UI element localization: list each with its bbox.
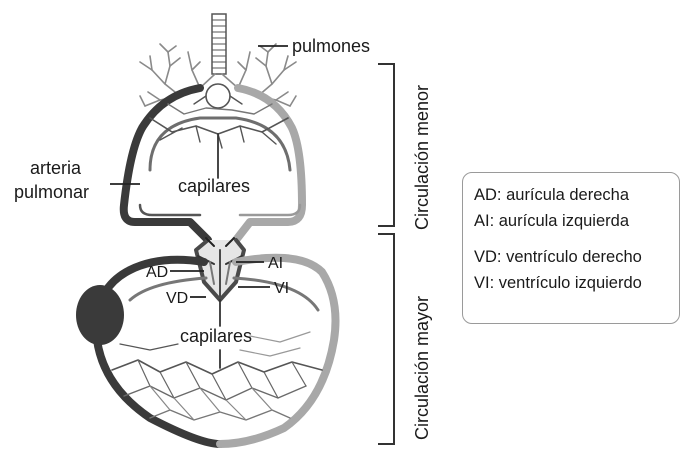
label-AI: AI — [268, 255, 283, 272]
label-VD: VD — [166, 290, 188, 307]
label-arteria: arteria — [30, 158, 82, 178]
legend-item-vd: VD: ventrículo derecho — [474, 244, 679, 270]
brackets — [378, 64, 394, 444]
label-AD: AD — [146, 264, 168, 281]
label-capilares-top: capilares — [178, 176, 250, 196]
organ-blob — [76, 285, 124, 345]
pulmonary-circuit — [124, 84, 302, 240]
label-circulacion-menor: Circulación menor — [412, 85, 432, 230]
label-pulmonar: pulmonar — [14, 182, 89, 202]
label-VI: VI — [274, 280, 289, 297]
legend-item-ad: AD: aurícula derecha — [474, 182, 679, 208]
legend-item-vi: VI: ventrículo izquierdo — [474, 270, 679, 296]
legend-box: AD: aurícula derecha AI: aurícula izquie… — [462, 172, 680, 324]
heart — [196, 238, 244, 300]
label-pulmones: pulmones — [292, 36, 370, 56]
trachea — [212, 14, 226, 74]
label-capilares-bottom: capilares — [180, 326, 252, 346]
label-circulacion-mayor: Circulación mayor — [412, 296, 432, 440]
legend-item-ai: AI: aurícula izquierda — [474, 208, 679, 234]
legend-spacer — [474, 234, 679, 244]
